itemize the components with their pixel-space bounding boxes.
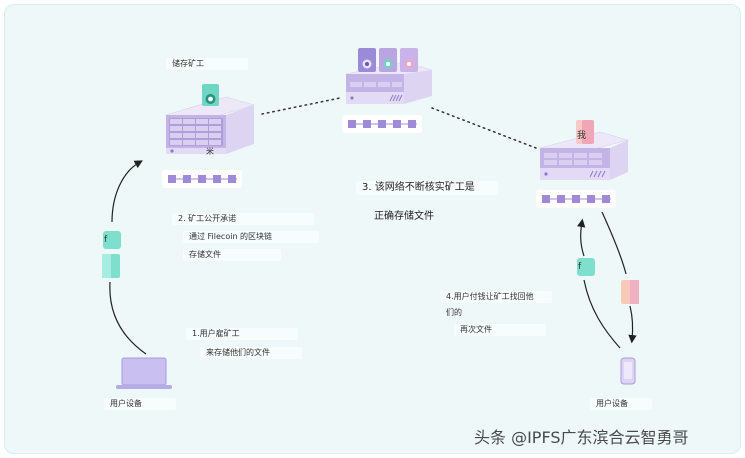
label-step4-line1: 4.用户付钱让矿工找回他	[440, 291, 552, 303]
label-step1-line1: 1.用户雇矿工	[186, 328, 298, 340]
server-mark-right: 我	[577, 131, 587, 141]
label-step4-line3: 再次文件	[454, 324, 546, 336]
laptop-icon	[116, 357, 172, 389]
file-icon-left-server	[202, 84, 219, 106]
file-icon-left-green	[103, 231, 121, 249]
label-step2-line3: 存储文件	[183, 249, 281, 261]
server-left	[164, 96, 256, 154]
file-icon-right-green	[577, 258, 595, 276]
file-glyph-right: f	[578, 262, 582, 272]
phone-icon	[620, 357, 636, 385]
label-step4-line2: 们的	[446, 308, 462, 317]
label-step3-line1: 3. 该网络不断核实矿工是	[356, 181, 498, 195]
chain-right	[536, 190, 616, 208]
arrow-up-right	[577, 218, 586, 257]
dotted-link-left-center	[261, 97, 341, 115]
server-right	[538, 131, 630, 180]
file-icon-left-teal	[102, 254, 120, 278]
chain-center	[342, 115, 422, 133]
label-step2-line2: 通过 Filecoin 的区块链	[183, 231, 319, 243]
file-glyph-left: f	[104, 235, 108, 245]
server-mark-left: 米	[206, 147, 214, 156]
file-icon-right-peach	[621, 280, 639, 304]
label-step1-line2: 来存储他们的文件	[200, 347, 302, 359]
file-icons-center-server	[358, 48, 418, 72]
arrow-up-left	[111, 160, 143, 223]
label-step3-line2: 正确存储文件	[374, 211, 434, 222]
label-user-device-left: 用户设备	[104, 398, 176, 410]
watermark-text: 头条 @IPFS广东滨合云智勇哥	[474, 428, 689, 447]
arrow-down-right-lower	[628, 305, 637, 344]
file-icon-right-server	[576, 120, 594, 144]
arrow-down-right	[601, 211, 627, 275]
label-storage-miner: 储存矿工	[166, 58, 248, 70]
label-user-device-right: 用户设备	[590, 398, 652, 410]
arrow-curve-left-lower	[109, 281, 147, 355]
dotted-link-center-right	[431, 107, 537, 149]
arrow-curve-right-lower	[583, 279, 621, 349]
chain-left	[162, 170, 242, 188]
label-step2-line1: 2. 矿工公开承诺	[172, 213, 314, 225]
